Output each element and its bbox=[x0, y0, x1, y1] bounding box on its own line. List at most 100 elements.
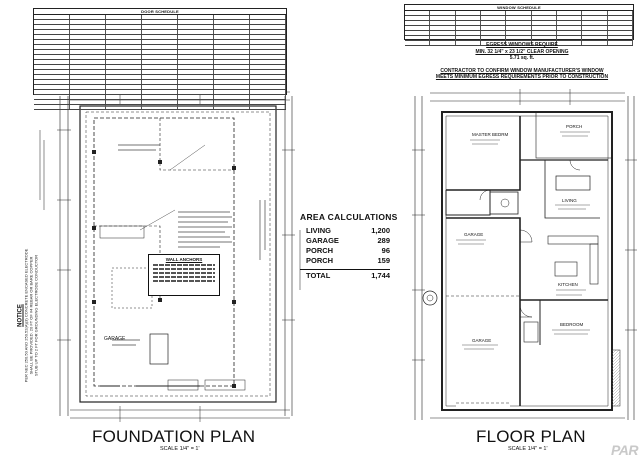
schedule-cell bbox=[142, 60, 178, 64]
room-bedroom: BEDROOM bbox=[560, 322, 584, 327]
schedule-cell bbox=[214, 95, 250, 99]
schedule-cell bbox=[250, 95, 286, 99]
schedule-cell bbox=[430, 16, 456, 20]
schedule-cell bbox=[214, 30, 250, 34]
schedule-cell bbox=[481, 26, 507, 30]
schedule-cell bbox=[506, 31, 532, 35]
schedule-cell bbox=[34, 90, 70, 94]
schedule-cell bbox=[214, 20, 250, 24]
area-value: 96 bbox=[381, 246, 390, 255]
schedule-cell bbox=[250, 40, 286, 44]
schedule-cell bbox=[34, 100, 70, 104]
schedule-cell bbox=[250, 20, 286, 24]
schedule-cell bbox=[405, 36, 431, 40]
schedule-cell bbox=[142, 85, 178, 89]
room-garage-upper: GARAGE bbox=[464, 232, 484, 237]
egress-note: EGRESS WINDOWS REQUIRE MIN. 32 1/4" x 23… bbox=[424, 42, 620, 81]
schedule-cell bbox=[106, 105, 142, 109]
schedule-cell bbox=[70, 45, 106, 49]
schedule-cell bbox=[250, 15, 286, 19]
schedule-cell bbox=[70, 70, 106, 74]
schedule-cell bbox=[142, 15, 178, 19]
schedule-cell bbox=[250, 80, 286, 84]
schedule-cell bbox=[142, 55, 178, 59]
schedule-row bbox=[405, 26, 633, 31]
schedule-cell bbox=[106, 25, 142, 29]
room-living: LIVING bbox=[562, 198, 577, 203]
egress-line-3: 5.71 sq. ft. bbox=[509, 55, 535, 61]
schedule-cell bbox=[214, 105, 250, 109]
area-total-value: 1,744 bbox=[371, 271, 390, 280]
schedule-row bbox=[34, 90, 286, 95]
schedule-cell bbox=[34, 55, 70, 59]
schedule-cell bbox=[557, 41, 583, 45]
schedule-cell bbox=[142, 75, 178, 79]
schedule-cell bbox=[106, 55, 142, 59]
window-schedule-title: WINDOW SCHEDULE bbox=[405, 5, 633, 11]
schedule-row bbox=[34, 65, 286, 70]
schedule-row bbox=[34, 50, 286, 55]
schedule-cell bbox=[34, 25, 70, 29]
schedule-cell bbox=[532, 36, 557, 40]
schedule-row bbox=[34, 70, 286, 75]
schedule-cell bbox=[142, 30, 178, 34]
area-label: PORCH bbox=[306, 256, 334, 265]
schedule-row bbox=[34, 20, 286, 25]
schedule-cell bbox=[456, 21, 481, 25]
schedule-cell bbox=[106, 95, 142, 99]
schedule-cell bbox=[178, 35, 214, 39]
schedule-cell bbox=[481, 36, 507, 40]
schedule-cell bbox=[557, 36, 583, 40]
window-schedule-table: WINDOW SCHEDULE bbox=[404, 4, 634, 46]
schedule-cell bbox=[142, 105, 178, 109]
schedule-cell bbox=[250, 60, 286, 64]
schedule-cell bbox=[506, 36, 532, 40]
schedule-cell bbox=[430, 31, 456, 35]
schedule-cell bbox=[70, 25, 106, 29]
schedule-cell bbox=[532, 16, 557, 20]
schedule-cell bbox=[178, 30, 214, 34]
schedule-cell bbox=[34, 95, 70, 99]
schedule-row bbox=[34, 55, 286, 60]
schedule-cell bbox=[214, 40, 250, 44]
schedule-cell bbox=[106, 35, 142, 39]
schedule-row bbox=[34, 40, 286, 45]
schedule-row bbox=[34, 105, 286, 110]
wall-anchors-title: WALL ANCHORS bbox=[165, 257, 203, 262]
schedule-cell bbox=[506, 11, 532, 15]
schedule-row bbox=[34, 75, 286, 80]
schedule-cell bbox=[582, 36, 608, 40]
schedule-cell bbox=[481, 11, 507, 15]
room-porch: PORCH bbox=[566, 124, 583, 129]
schedule-cell bbox=[430, 11, 456, 15]
schedule-cell bbox=[250, 75, 286, 79]
schedule-cell bbox=[214, 70, 250, 74]
schedule-cell bbox=[532, 21, 557, 25]
schedule-cell bbox=[608, 26, 633, 30]
schedule-cell bbox=[70, 75, 106, 79]
schedule-cell bbox=[142, 50, 178, 54]
schedule-row bbox=[405, 16, 633, 21]
schedule-cell bbox=[608, 21, 633, 25]
schedule-cell bbox=[608, 11, 633, 15]
schedule-cell bbox=[70, 15, 106, 19]
schedule-cell bbox=[608, 41, 633, 45]
schedule-cell bbox=[34, 80, 70, 84]
schedule-cell bbox=[456, 41, 481, 45]
schedule-row bbox=[405, 31, 633, 36]
schedule-cell bbox=[142, 80, 178, 84]
area-label: GARAGE bbox=[306, 236, 339, 245]
room-garage: GARAGE bbox=[472, 338, 492, 343]
schedule-cell bbox=[506, 16, 532, 20]
schedule-cell bbox=[178, 45, 214, 49]
window-schedule-rows bbox=[405, 11, 633, 46]
schedule-cell bbox=[532, 11, 557, 15]
schedule-cell bbox=[214, 85, 250, 89]
schedule-cell bbox=[250, 105, 286, 109]
schedule-cell bbox=[506, 21, 532, 25]
schedule-cell bbox=[70, 20, 106, 24]
